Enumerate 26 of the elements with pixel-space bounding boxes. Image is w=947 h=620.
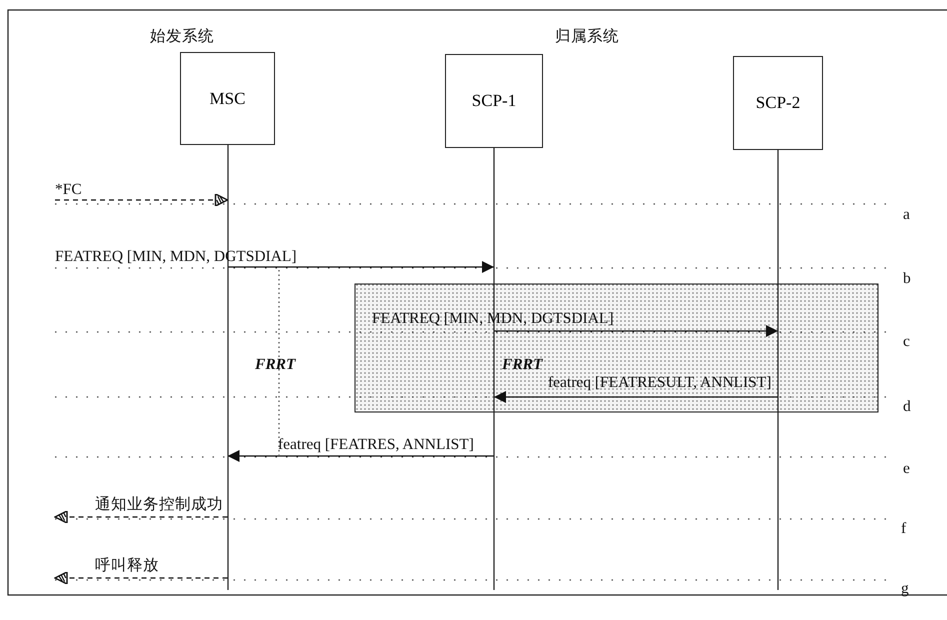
timer-label: FRRT [502, 356, 542, 374]
message-arrow [55, 193, 228, 207]
message-label: *FC [55, 181, 82, 199]
message-arrow [54, 571, 228, 585]
system-heading: 始发系统 [150, 28, 214, 46]
row-letter: d [903, 398, 911, 416]
participant-name: SCP-1 [472, 91, 516, 111]
row-letter: e [903, 460, 910, 478]
message-label: featreq [FEATRES, ANNLIST] [278, 436, 474, 454]
message-arrow [54, 510, 228, 524]
row-letter: b [903, 270, 911, 288]
row-letter: f [901, 520, 906, 538]
message-label: 呼叫释放 [95, 557, 159, 575]
participant-name: SCP-2 [756, 93, 800, 113]
row-letter: g [901, 580, 909, 598]
system-heading: 归属系统 [555, 28, 619, 46]
timer-label: FRRT [255, 356, 296, 374]
row-letter: a [903, 206, 910, 224]
row-letter: c [903, 333, 910, 351]
message-arrow [228, 450, 494, 462]
message-label: 通知业务控制成功 [95, 496, 223, 514]
message-label: featreq [FEATRESULT, ANNLIST] [548, 374, 772, 392]
participant-name: MSC [210, 88, 246, 108]
message-arrow [494, 391, 778, 403]
message-arrow [494, 325, 778, 337]
message-arrow [228, 261, 494, 273]
